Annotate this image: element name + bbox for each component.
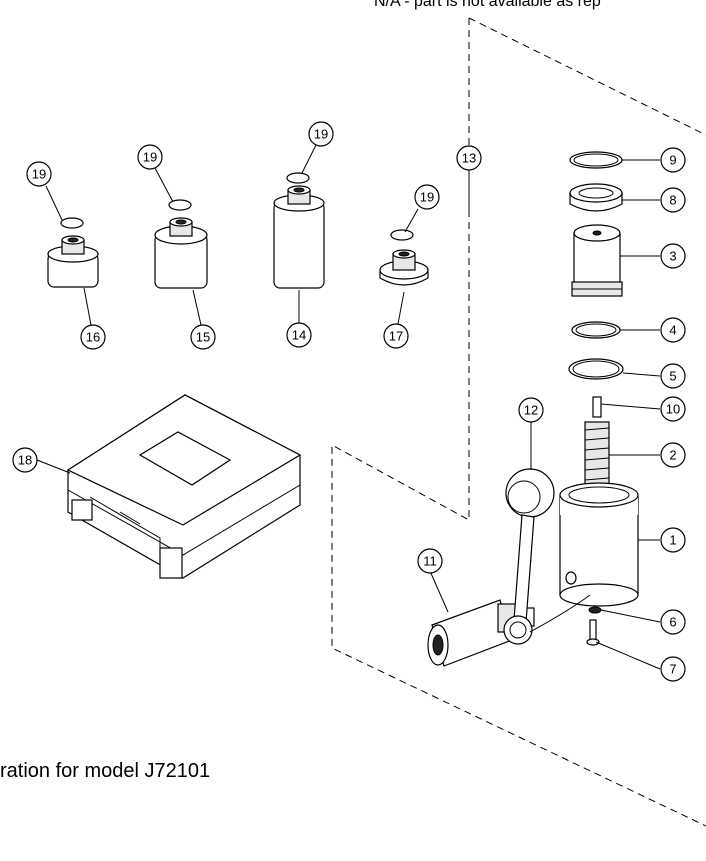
callout-19-c: 19 xyxy=(308,121,334,147)
svg-text:2: 2 xyxy=(669,448,676,463)
svg-text:18: 18 xyxy=(18,453,32,468)
backup-ring-5 xyxy=(568,358,624,380)
dust-cap-12 xyxy=(503,468,591,645)
callout-4: 4 xyxy=(660,317,686,343)
svg-text:10: 10 xyxy=(666,402,680,417)
svg-text:8: 8 xyxy=(669,193,676,208)
callout-19-b: 19 xyxy=(137,144,163,170)
svg-text:15: 15 xyxy=(196,330,210,345)
svg-text:16: 16 xyxy=(86,330,100,345)
svg-text:3: 3 xyxy=(669,249,676,264)
callout-6: 6 xyxy=(660,609,686,635)
callout-9: 9 xyxy=(660,147,686,173)
callout-2: 2 xyxy=(660,442,686,468)
callout-19-d: 19 xyxy=(414,184,440,210)
svg-text:4: 4 xyxy=(669,323,676,338)
svg-text:19: 19 xyxy=(32,167,46,182)
callout-8: 8 xyxy=(660,187,686,213)
callout-11: 11 xyxy=(417,548,443,574)
piston-3 xyxy=(571,224,623,297)
callout-13: 13 xyxy=(456,145,482,171)
gland-nut-8 xyxy=(569,183,623,212)
adapter-14 xyxy=(273,185,325,289)
return-spring-2 xyxy=(584,421,610,493)
adapter-16 xyxy=(47,235,99,288)
diagram-caption: ration for model J72101 xyxy=(0,760,211,782)
callout-12: 12 xyxy=(518,397,544,423)
callout-14: 14 xyxy=(286,322,312,348)
leader-lines xyxy=(36,144,661,670)
callout-19-a: 19 xyxy=(26,161,52,187)
svg-text:19: 19 xyxy=(420,190,434,205)
callout-5: 5 xyxy=(660,363,686,389)
svg-text:6: 6 xyxy=(669,615,676,630)
assembly-boundary xyxy=(331,17,706,827)
oring-19-a xyxy=(60,217,84,229)
carrying-case-18 xyxy=(66,394,302,579)
oring-19-c xyxy=(286,172,310,184)
callout-15: 15 xyxy=(190,324,216,350)
callout-3: 3 xyxy=(660,243,686,269)
svg-text:7: 7 xyxy=(669,662,676,677)
svg-text:9: 9 xyxy=(669,153,676,168)
svg-text:12: 12 xyxy=(524,403,538,418)
svg-text:19: 19 xyxy=(143,150,157,165)
callout-17: 17 xyxy=(383,323,409,349)
adapter-15 xyxy=(154,217,208,289)
callout-18: 18 xyxy=(12,447,38,473)
oring-19-b xyxy=(168,199,192,211)
svg-text:13: 13 xyxy=(462,151,476,166)
cylinder-body-1 xyxy=(559,482,639,607)
callout-1: 1 xyxy=(660,527,686,553)
svg-text:11: 11 xyxy=(423,554,437,569)
svg-text:17: 17 xyxy=(389,329,403,344)
adapter-17 xyxy=(379,249,429,286)
svg-text:5: 5 xyxy=(669,369,676,384)
callout-7: 7 xyxy=(660,656,686,682)
oring-19-d xyxy=(390,229,414,241)
washer-6 xyxy=(588,606,602,614)
screw-7 xyxy=(586,619,600,646)
callout-10: 10 xyxy=(660,396,686,422)
svg-text:19: 19 xyxy=(314,127,328,142)
callout-16: 16 xyxy=(80,324,106,350)
availability-note: N/A - part is not available as rep xyxy=(374,0,601,10)
svg-text:1: 1 xyxy=(669,533,676,548)
svg-text:14: 14 xyxy=(292,328,306,343)
pin-10 xyxy=(592,396,602,418)
retaining-ring-9 xyxy=(569,151,623,169)
